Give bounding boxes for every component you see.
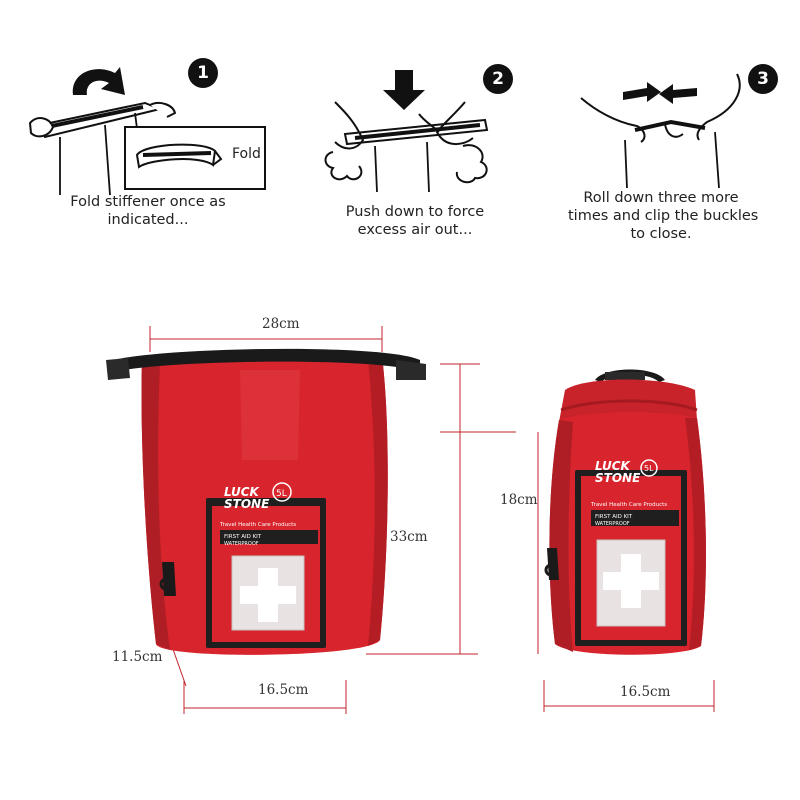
small-brand-line-1: LUCK xyxy=(595,459,632,473)
step-3-illustration xyxy=(580,73,741,189)
step-2-badge: 2 xyxy=(483,64,513,94)
step-3-caption-line-3: to close. xyxy=(630,226,692,242)
small-kit-label: FIRST AID KIT xyxy=(595,514,633,520)
large-kit-label: FIRST AID KIT xyxy=(224,534,262,540)
step-1-illustration xyxy=(28,67,266,196)
step-3-caption-line-1: Roll down three more xyxy=(583,190,739,206)
large-brand-line-2: STONE xyxy=(224,497,270,511)
step-2-caption-line-2: excess air out... xyxy=(357,222,473,238)
small-tagline: Travel Health Care Products xyxy=(590,502,667,508)
small-size-badge: 5L xyxy=(644,464,654,473)
step-2-illustration xyxy=(324,70,489,193)
large-size-badge: 5L xyxy=(276,489,287,499)
small-dry-bag: LUCK STONE 5L Travel Health Care Product… xyxy=(544,369,706,655)
large-brand-line-1: LUCK xyxy=(224,485,261,499)
large-width-label: 28cm xyxy=(262,316,300,332)
step-3-caption: Roll down three more times and clip the … xyxy=(568,189,759,243)
step-3-caption-line-2: times and clip the buckles xyxy=(568,208,759,224)
step-1-caption-line-2: indicated... xyxy=(107,212,189,228)
step-1-caption-line-1: Fold stiffener once as xyxy=(70,194,226,210)
step-1-badge: 1 xyxy=(188,58,218,88)
step-2-caption-line-1: Push down to force xyxy=(345,204,485,220)
large-height-label: 33cm xyxy=(390,529,428,545)
small-height-label: 18cm xyxy=(500,492,538,508)
large-tagline: Travel Health Care Products xyxy=(219,522,296,528)
step-1-caption: Fold stiffener once as indicated... xyxy=(58,193,238,229)
step-2-caption: Push down to force excess air out... xyxy=(330,203,500,239)
fold-label: Fold xyxy=(232,146,261,162)
large-bottom-label: 16.5cm xyxy=(258,682,309,698)
large-depth-label: 11.5cm xyxy=(112,649,163,665)
large-dry-bag: LUCK STONE 5L Travel Health Care Product… xyxy=(106,348,426,655)
small-waterproof-label: WATERPROOF xyxy=(595,521,630,527)
small-bottom-label: 16.5cm xyxy=(620,684,671,700)
small-brand-line-2: STONE xyxy=(595,471,641,485)
step-3-badge: 3 xyxy=(748,64,778,94)
large-waterproof-label: WATERPROOF xyxy=(224,541,259,547)
